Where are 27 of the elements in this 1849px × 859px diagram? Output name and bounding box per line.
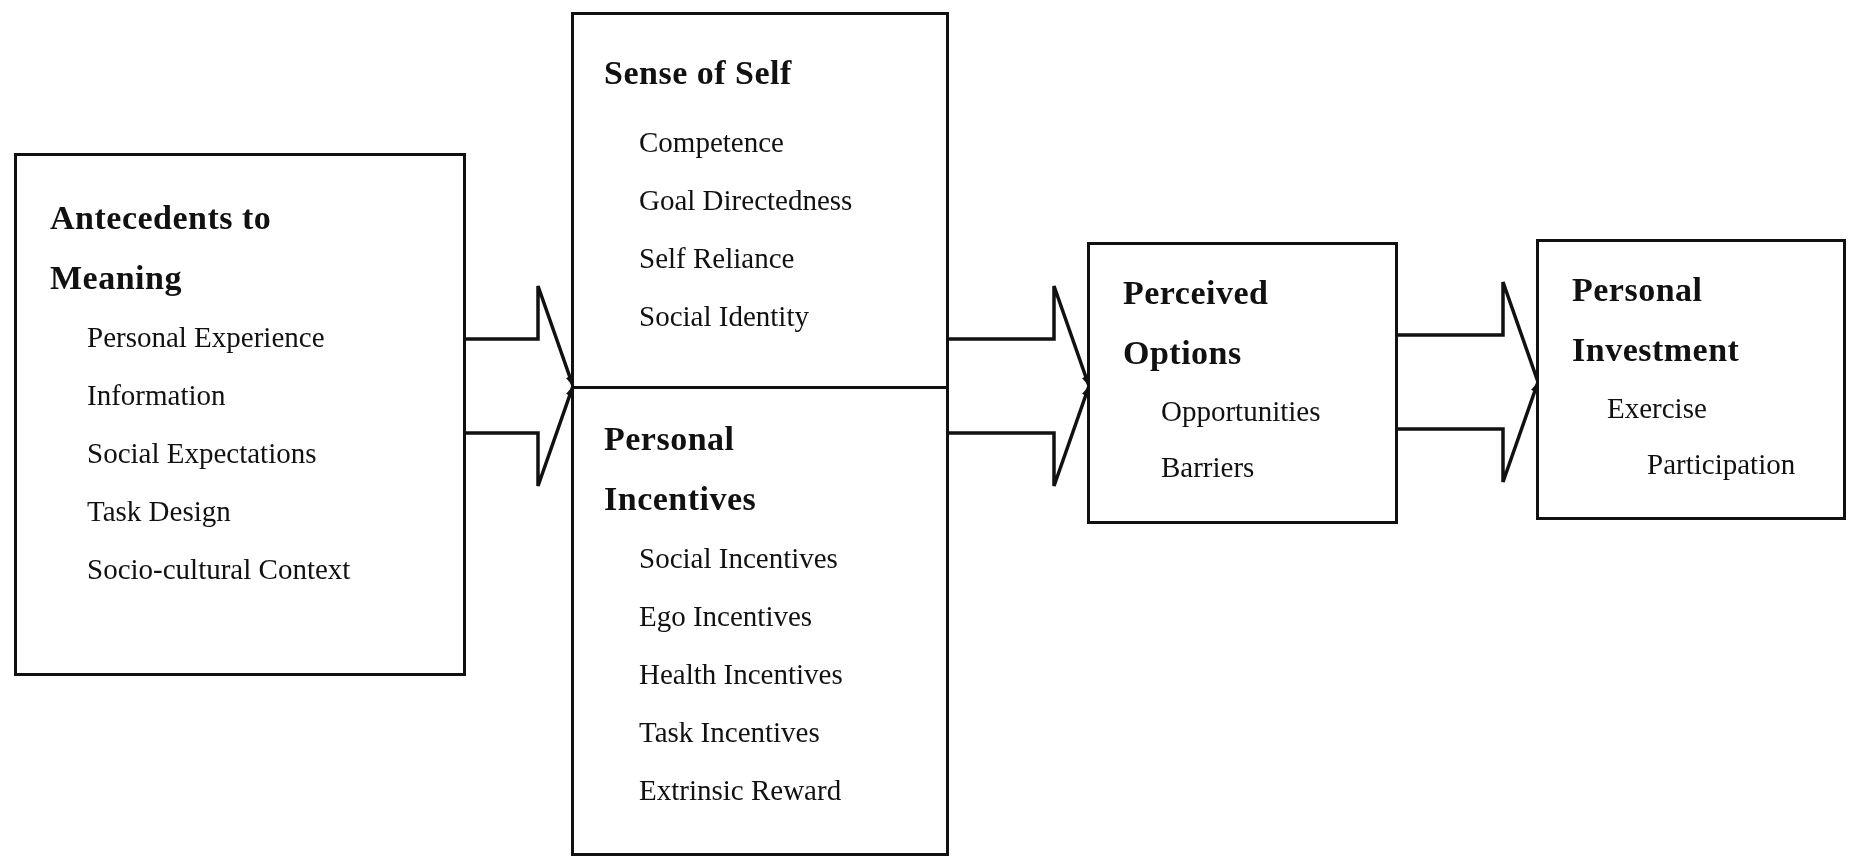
concept-box: [1536, 239, 1846, 520]
factor-text: Task Design: [87, 494, 232, 529]
factor-text: Goal Directedness: [639, 183, 854, 218]
concept-box: [14, 153, 466, 676]
factor-text: Health Incentives: [639, 657, 844, 692]
factor-text: Social Expectations: [87, 436, 318, 471]
factor-text: Information: [87, 378, 227, 413]
factor-text: Self Reliance: [639, 241, 796, 276]
factor-text: Ego Incentives: [639, 599, 814, 634]
factor-text: Opportunities: [1161, 394, 1322, 429]
box-heading: Antecedents to Meaning: [50, 198, 273, 298]
factor-text: Social Identity: [639, 299, 810, 334]
concept-box: [1087, 242, 1398, 524]
box-heading: Personal Incentives: [604, 419, 758, 519]
concept-box: [571, 12, 949, 389]
factor-text: Socio-cultural Context: [87, 552, 352, 587]
factor-text: Personal Experience: [87, 320, 326, 355]
box-heading: Personal Investment: [1572, 270, 1741, 370]
factor-text: Social Incentives: [639, 541, 839, 576]
factor-text: Task Incentives: [639, 715, 821, 750]
factor-text: Competence: [639, 125, 785, 160]
concept-box: [571, 386, 949, 856]
factor-text: Exercise Participation: [1607, 391, 1797, 482]
box-heading: Sense of Self: [604, 53, 793, 93]
factor-text: Barriers: [1161, 450, 1256, 485]
factor-text: Extrinsic Reward: [639, 773, 843, 808]
box-heading: Perceived Options: [1123, 273, 1270, 373]
